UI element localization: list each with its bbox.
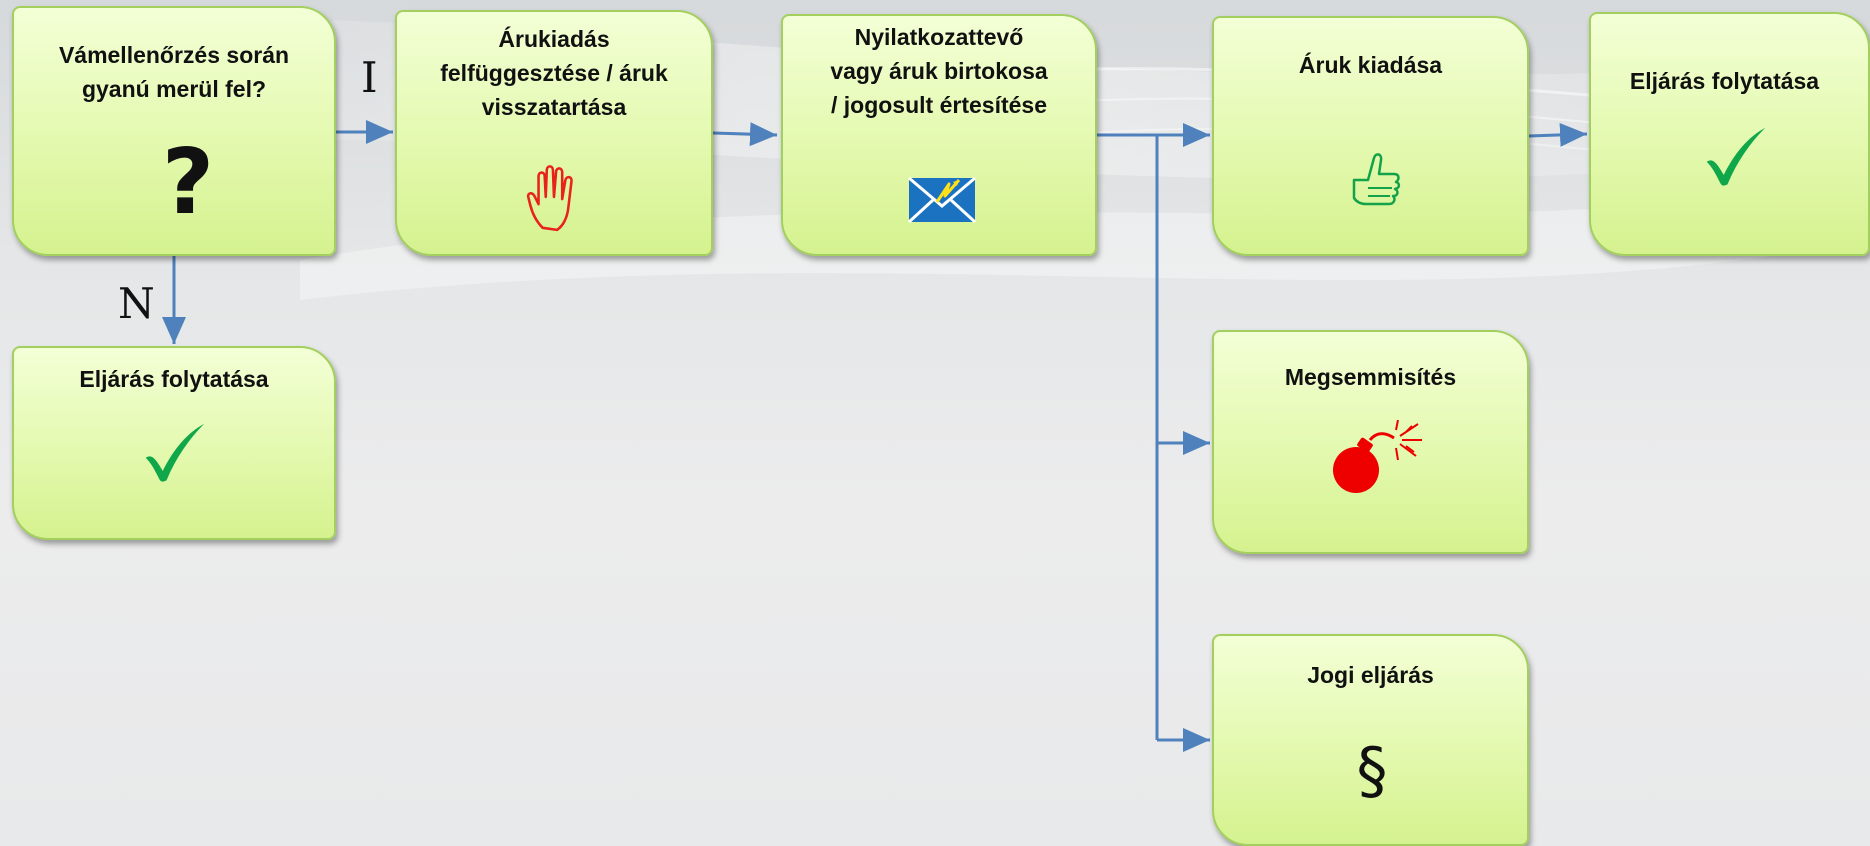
- node-suspend: Árukiadás felfüggesztése / áruk visszata…: [395, 10, 713, 256]
- checkmark-icon: [145, 423, 205, 482]
- edge-label-no: N: [118, 279, 155, 328]
- node-notify: Nyilatkozattevő vagy áruk birtokosa / jo…: [781, 14, 1097, 256]
- node-legal: Jogi eljárás §: [1212, 634, 1529, 846]
- node-destroy: Megsemmisítés: [1212, 330, 1529, 554]
- bomb-icon: [1333, 420, 1422, 493]
- node-question-label: Vámellenőrzés során gyanú merül fel?: [58, 42, 290, 102]
- edge-label-yes: I: [361, 53, 378, 102]
- node-continue-bottom: Eljárás folytatása: [12, 346, 336, 540]
- node-continue-bottom-label: Eljárás folytatása: [79, 366, 269, 392]
- node-continue-top: Eljárás folytatása: [1589, 12, 1870, 256]
- checkmark-icon: [1706, 127, 1766, 186]
- question-mark-icon: ?: [161, 130, 215, 235]
- stop-hand-icon: [526, 165, 573, 232]
- edge-notify-branch: [1097, 123, 1210, 752]
- node-legal-label: Jogi eljárás: [1307, 662, 1434, 688]
- node-release-label: Áruk kiadása: [1298, 52, 1443, 78]
- node-notify-label: Nyilatkozattevő vagy áruk birtokosa / jo…: [830, 24, 1048, 118]
- mail-notification-icon: [907, 176, 977, 224]
- node-continue-top-label: Eljárás folytatása: [1629, 68, 1820, 94]
- section-sign-icon: §: [1356, 734, 1388, 807]
- edge-suspend-to-notify: [712, 122, 778, 147]
- node-release: Áruk kiadása: [1212, 16, 1529, 256]
- node-destroy-label: Megsemmisítés: [1284, 364, 1457, 390]
- edge-release-to-continue: [1528, 122, 1588, 147]
- node-question: Vámellenőrzés során gyanú merül fel? ?: [12, 6, 336, 256]
- thumbs-up-icon: [1352, 153, 1401, 206]
- node-suspend-label: Árukiadás felfüggesztése / áruk visszata…: [440, 26, 668, 120]
